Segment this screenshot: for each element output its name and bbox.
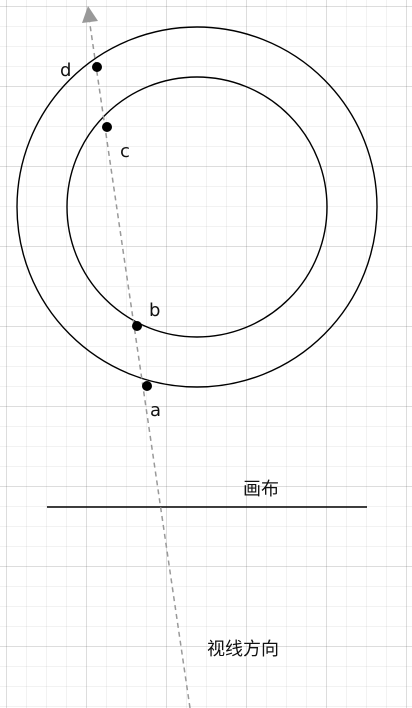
point-a: [142, 381, 152, 391]
sight-arrow-head: [82, 6, 98, 23]
point-b: [132, 321, 142, 331]
point-d: [92, 62, 102, 72]
inner-circle: [66, 76, 328, 338]
label-c: c: [120, 141, 130, 162]
outer-circle: [16, 26, 378, 388]
label-d: d: [60, 60, 71, 81]
point-c: [102, 122, 112, 132]
canvas-label: 画布: [243, 479, 279, 500]
view-direction-label: 视线方向: [207, 639, 279, 660]
sight-line: [88, 17, 191, 708]
label-a: a: [150, 400, 161, 421]
label-b: b: [149, 300, 160, 321]
